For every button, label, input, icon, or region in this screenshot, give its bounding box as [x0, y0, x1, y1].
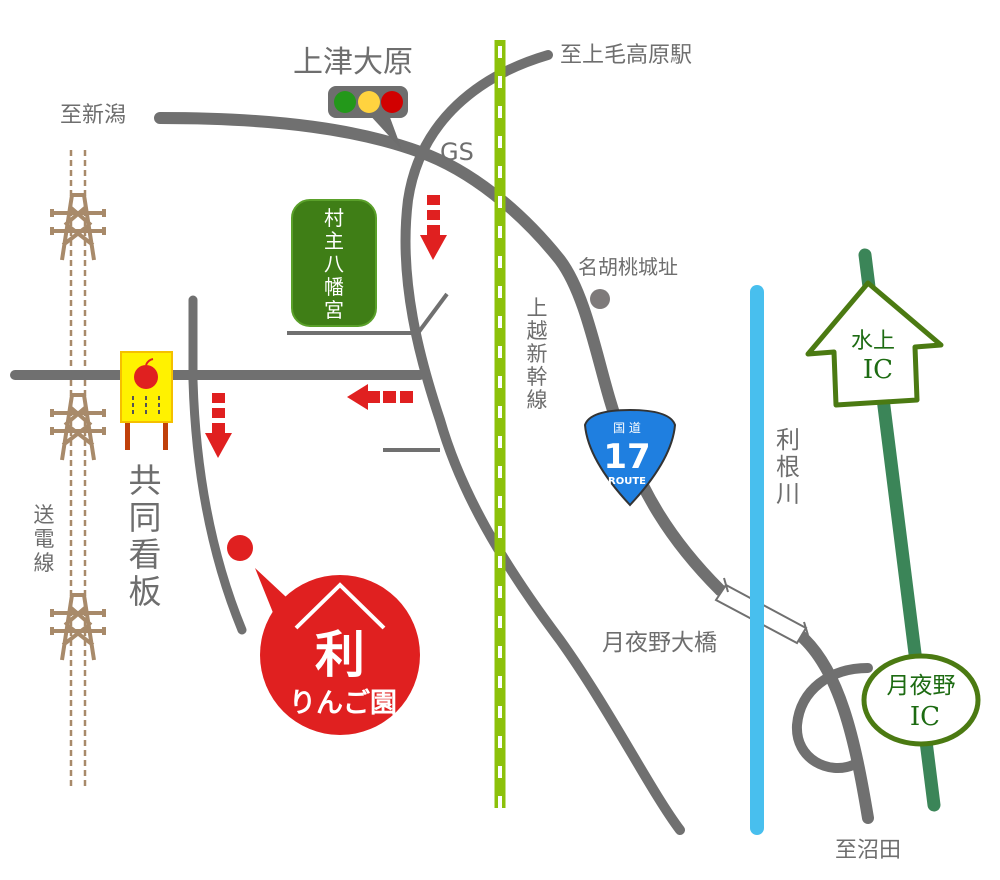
apple-sign-icon — [120, 351, 173, 450]
label-to-niigata: 至新潟 — [60, 103, 126, 128]
route-17-sign-icon — [583, 408, 677, 507]
minakami-ic-marker — [805, 280, 944, 408]
signboard-label-char: 板 — [129, 572, 162, 611]
tone-river-label-char: 根 — [776, 453, 800, 481]
road-side — [188, 295, 247, 635]
label-nagurumi: 名胡桃城址 — [578, 255, 678, 279]
destination-kanji: 利 — [315, 625, 365, 684]
tsukiyono-ic-name: 月夜野 — [887, 673, 956, 699]
minakami-ic-ic: IC — [863, 355, 893, 385]
route-sign-bottom: ROUTE — [608, 476, 646, 487]
shinkansen-label-char: 新 — [527, 342, 548, 366]
shrine-label-char: 幡 — [324, 275, 344, 299]
castle-ruin-marker — [590, 289, 610, 309]
signboard-label-char: 看 — [129, 535, 162, 574]
signboard-label-char: 同 — [129, 498, 162, 537]
road-kamimoku — [400, 50, 685, 835]
power-line-label-char: 送 — [34, 503, 55, 527]
shinkansen-label-char: 幹 — [527, 365, 548, 389]
shinkansen-label-char: 越 — [527, 319, 548, 343]
minor-roads — [287, 292, 449, 452]
shinkansen-label-char: 線 — [527, 388, 548, 412]
shrine-label-char: 村 — [324, 206, 344, 230]
label-to-kamimoku: 至上毛高原駅 — [560, 43, 692, 68]
route-sign-top: 国 道 — [613, 421, 641, 435]
road-main-niigata — [154, 112, 874, 824]
direction-arrow-icon — [420, 195, 447, 260]
destination-name: りんご園 — [289, 687, 397, 719]
power-line — [69, 150, 87, 790]
shinkansen-label-char: 上 — [527, 296, 548, 320]
label-kamitsu-ohara: 上津大原 — [293, 45, 413, 80]
label-bridge: 月夜野大橋 — [602, 630, 717, 656]
power-tower-icon — [50, 593, 106, 661]
minakami-ic-name: 水上 — [851, 329, 895, 354]
shrine-label-char: 八 — [324, 252, 344, 276]
tone-river-label-char: 利 — [776, 426, 800, 454]
tsukiyono-ic-marker — [861, 653, 981, 747]
signboard-label-char: 共 — [129, 461, 162, 500]
route-sign-number: 17 — [603, 437, 650, 477]
label-gs: GS — [440, 138, 474, 166]
shrine-label-char: 宮 — [324, 298, 344, 322]
direction-arrow-icon — [205, 393, 232, 458]
power-tower-icon — [50, 193, 106, 261]
traffic-light-icon — [328, 86, 408, 150]
power-line-label-char: 電 — [34, 527, 55, 551]
power-tower-icon — [50, 393, 106, 461]
label-to-numata: 至沼田 — [835, 838, 901, 863]
shrine-label-char: 主 — [324, 229, 344, 253]
tone-river-label-char: 川 — [776, 480, 800, 508]
shrine-box — [291, 199, 377, 327]
tsukiyono-ic-ic: IC — [910, 702, 940, 732]
road-ic-loop — [791, 663, 873, 774]
direction-arrow-icon — [347, 384, 413, 410]
power-line-label-char: 線 — [34, 551, 55, 575]
destination-marker — [227, 535, 420, 735]
